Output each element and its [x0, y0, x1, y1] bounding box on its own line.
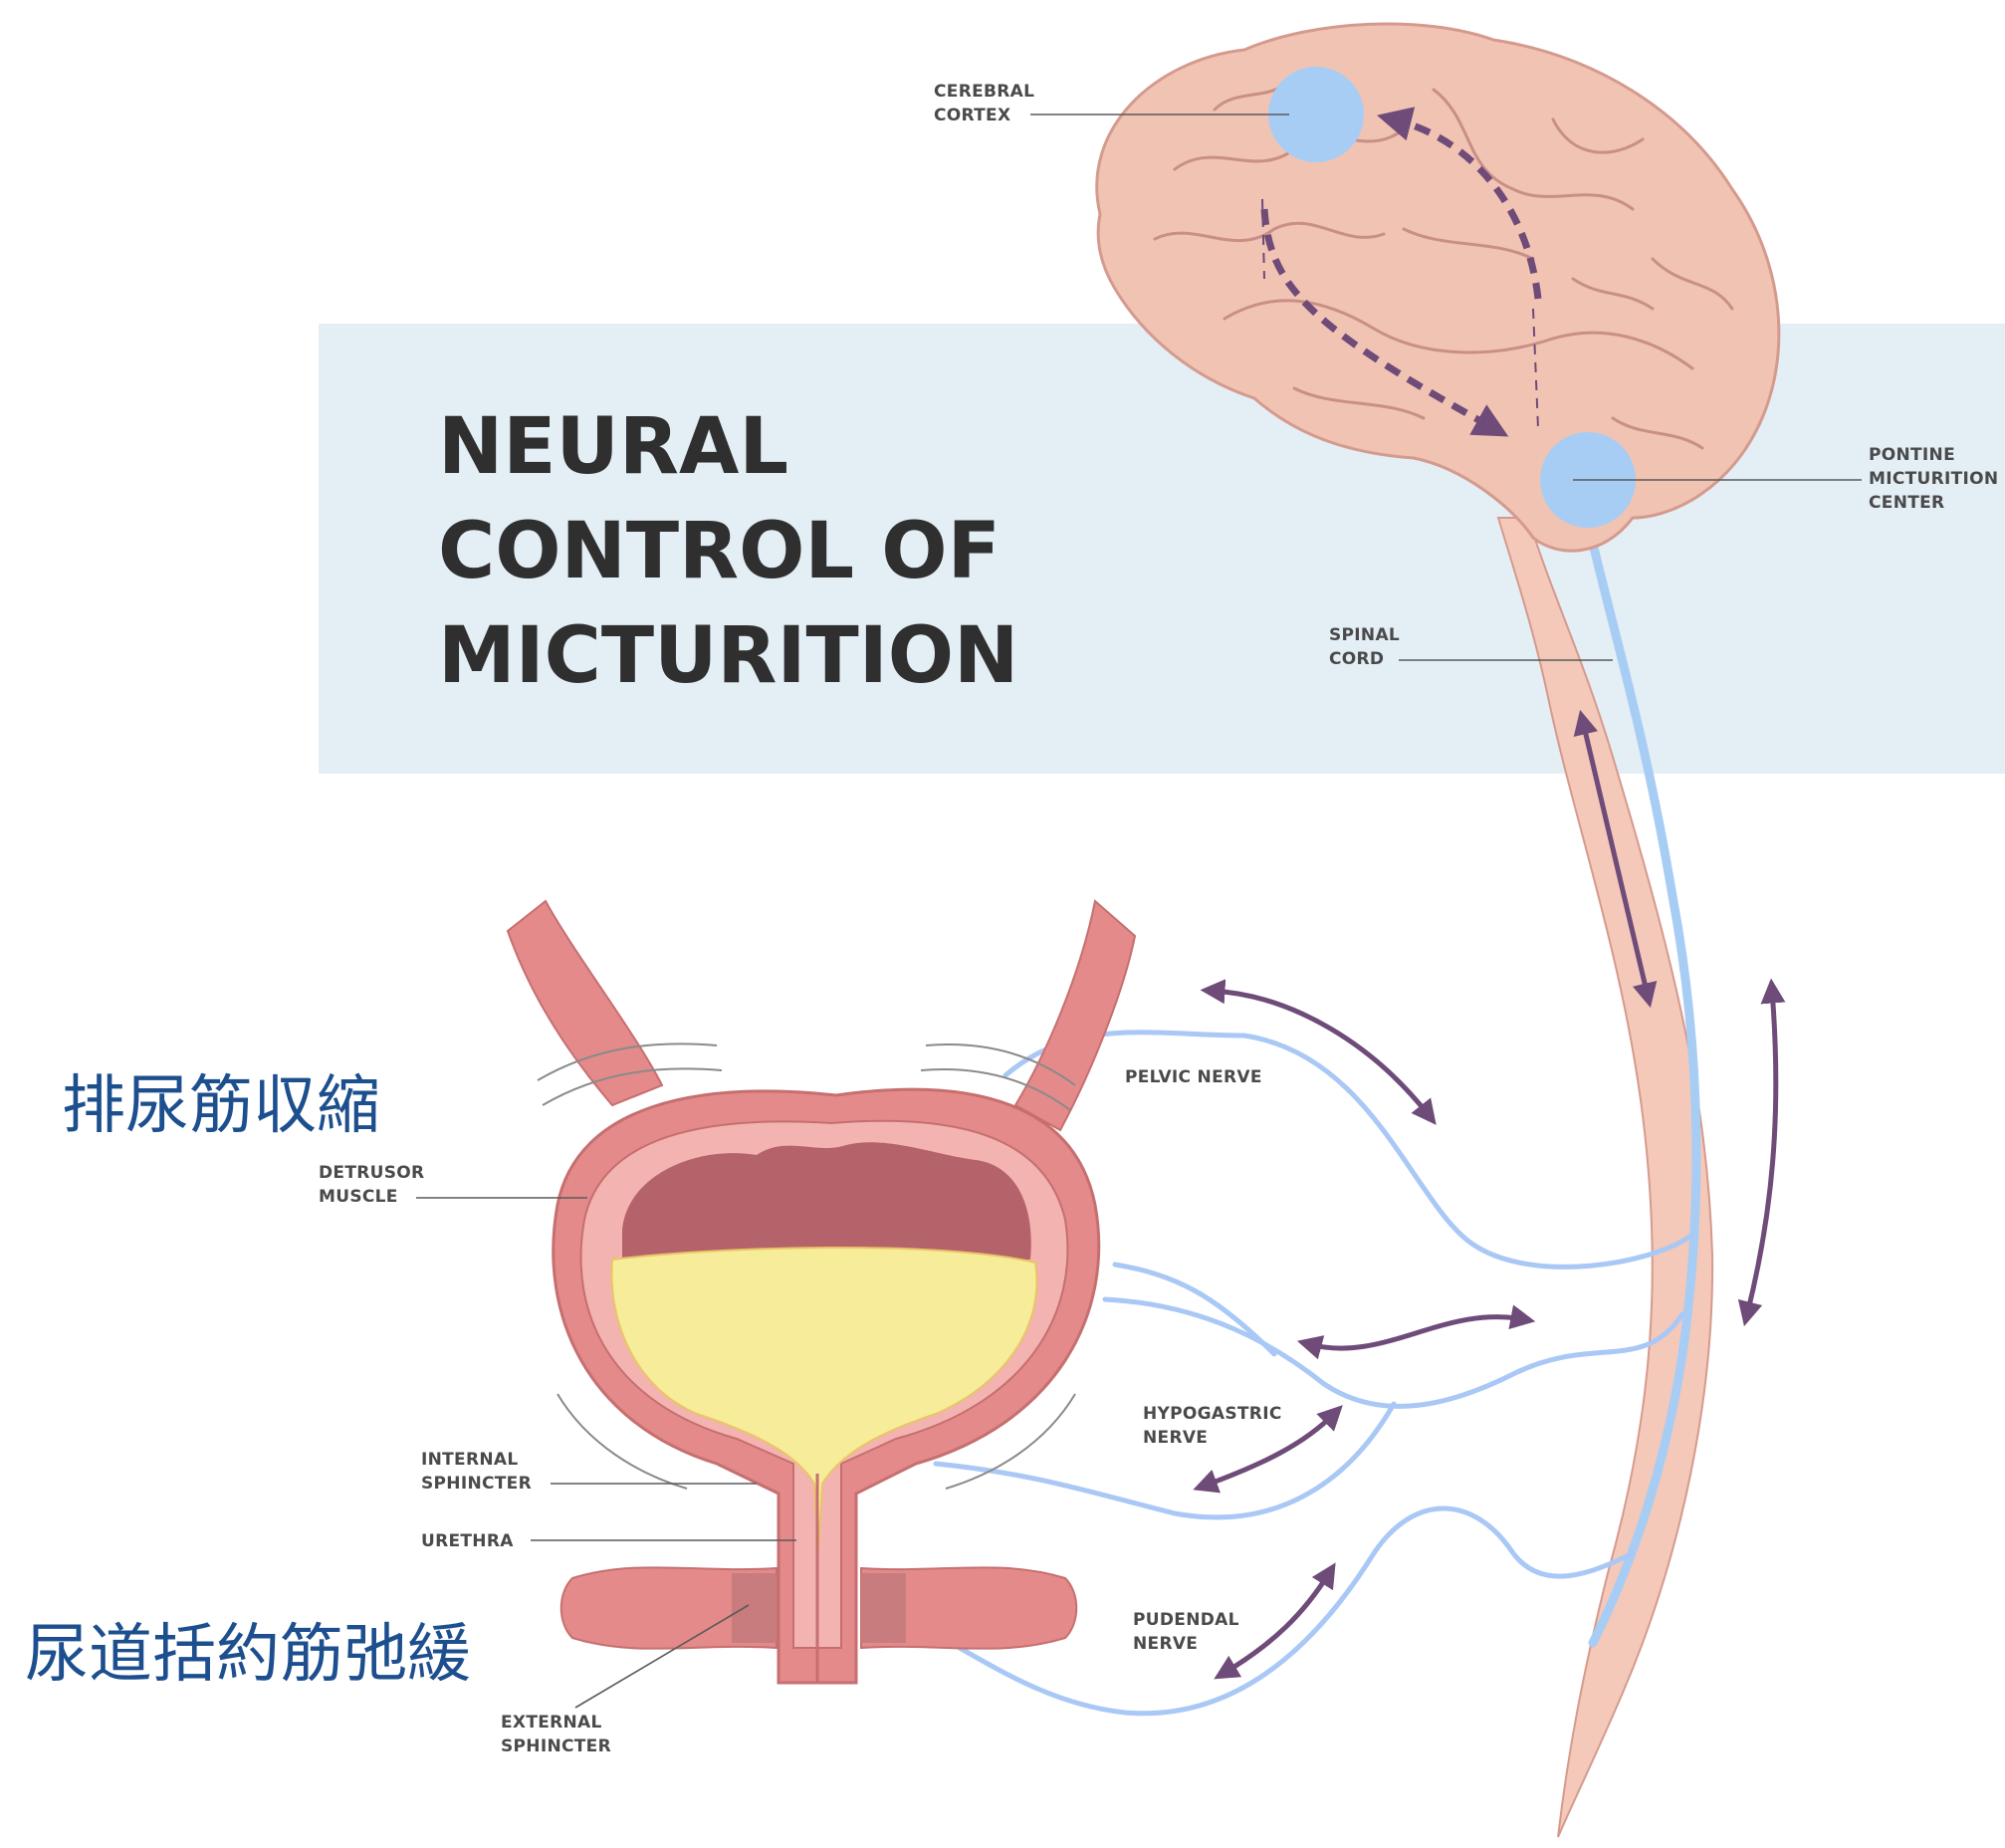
arrow-spinal-lower — [1747, 991, 1776, 1314]
label-hypogastric-nerve: HYPOGASTRIC NERVE — [1143, 1404, 1288, 1448]
label-cerebral-cortex: CEREBRAL CORTEX — [934, 82, 1040, 125]
title-line-3: MICTURITION — [438, 611, 1018, 701]
label-urethra: URETHRA — [421, 1531, 514, 1551]
label-pudendal-nerve: PUDENDAL NERVE — [1133, 1610, 1245, 1654]
annotation-sphincter-relaxation: 尿道括約筋弛緩 — [25, 1618, 471, 1692]
arrow-middle — [1309, 1317, 1523, 1349]
hypogastric-nerve-line — [1105, 1299, 1682, 1406]
title-line-2: CONTROL OF — [438, 507, 1001, 596]
label-detrusor-muscle: DETRUSOR MUSCLE — [319, 1163, 431, 1207]
label-internal-sphincter: INTERNAL SPHINCTER — [421, 1450, 532, 1494]
pelvic-nerve-line — [1005, 1033, 1692, 1268]
label-external-sphincter: EXTERNAL SPHINCTER — [501, 1713, 611, 1756]
annotation-detrusor-contraction: 排尿筋収縮 — [62, 1069, 380, 1143]
title-line-1: NEURAL — [438, 402, 788, 492]
hypogastric-nerve-branch — [1115, 1265, 1274, 1354]
label-pelvic-nerve: PELVIC NERVE — [1125, 1067, 1262, 1087]
arrow-pelvic — [1213, 991, 1429, 1115]
bladder — [508, 901, 1135, 1683]
arrow-hypogastric — [1205, 1414, 1334, 1486]
